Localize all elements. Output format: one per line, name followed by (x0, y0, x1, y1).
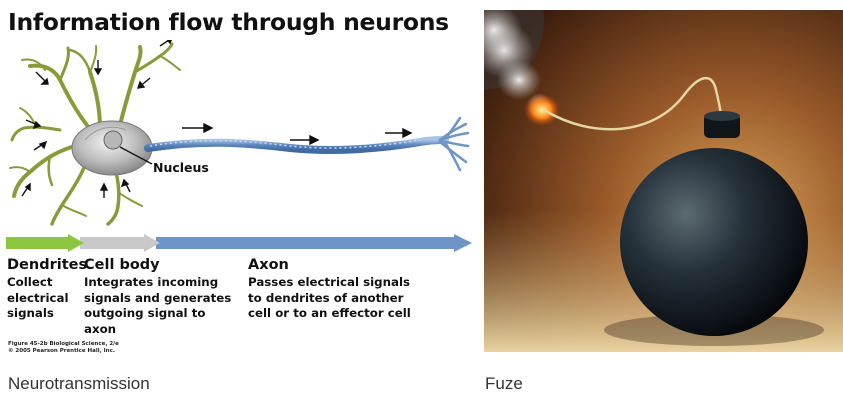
flow-bar-dendrites (6, 234, 84, 252)
neuron-diagram-panel: Information flow through neurons (0, 0, 480, 396)
section-text-cell-body: Integrates incoming signals and generate… (84, 275, 231, 337)
figure-credit: Figure 45-2b Biological Science, 2/e © 2… (8, 341, 119, 355)
flow-bar (6, 234, 474, 252)
flow-bar-axon (156, 234, 472, 252)
diagram-title: Information flow through neurons (8, 8, 449, 36)
axon-terminals (440, 118, 468, 170)
nucleus (104, 131, 122, 149)
section-title-axon: Axon (248, 257, 289, 273)
bomb-illustration (484, 10, 843, 352)
neuron-illustration (0, 40, 480, 230)
flow-bar-cell-body (80, 234, 160, 252)
bomb-photo (484, 10, 843, 352)
caption-fuze: Fuze (485, 374, 523, 394)
axon (148, 140, 445, 150)
section-text-axon: Passes electrical signals to dendrites o… (248, 275, 411, 322)
section-text-dendrites: Collect electrical signals (7, 275, 69, 322)
section-title-dendrites: Dendrites (7, 257, 87, 273)
section-title-cell-body: Cell body (84, 257, 160, 273)
caption-neurotransmission: Neurotransmission (8, 374, 150, 394)
nucleus-label: Nucleus (153, 160, 209, 175)
